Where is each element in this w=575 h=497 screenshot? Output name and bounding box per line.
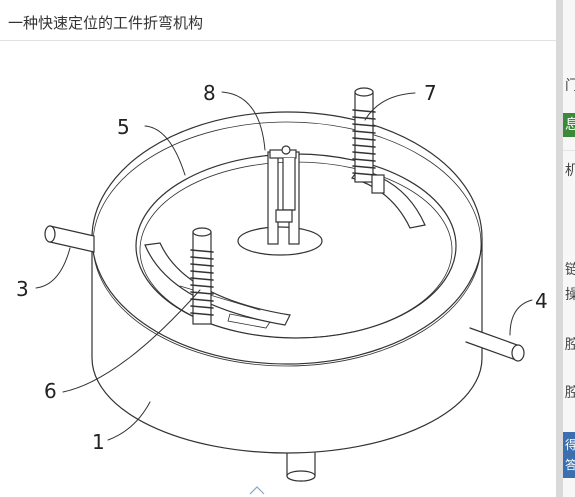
label-3: 3 [16,277,29,301]
document-viewer: 一种快速定位的工件折弯机构 [0,0,556,497]
side-panel-text: 腔 [565,337,575,353]
handle-left [44,225,95,253]
side-panel-text: 门 [565,78,575,94]
label-5: 5 [117,115,130,139]
side-panel-rule [563,150,575,151]
label-7: 7 [424,81,437,105]
arc-slot-left [144,242,291,326]
handle-right [465,327,525,362]
label-4: 4 [535,289,548,313]
side-panel-text: 机 [565,163,575,179]
label-8: 8 [203,81,216,105]
side-panel-text: 操 [565,287,575,303]
side-panel-text: 腔 [565,385,575,401]
side-panel: 门 息 机 链 操 腔 腔 得 答 [563,0,575,497]
side-panel-green-badge[interactable]: 息 [563,113,575,137]
patent-figure: 1 3 4 5 6 7 8 [16,81,548,482]
title-bar: 一种快速定位的工件折弯机构 [0,0,556,41]
center-plate [237,226,323,256]
scroll-up-button[interactable] [248,484,266,497]
bottom-foot [286,452,316,482]
clamp-post [267,145,300,245]
page-title: 一种快速定位的工件折弯机构 [8,14,204,32]
screw-rod-left [190,227,214,325]
side-panel-blue-button[interactable]: 得 答 [563,432,575,478]
label-6: 6 [44,379,57,403]
chevron-up-icon [249,486,265,495]
side-panel-text: 链 [565,262,575,278]
label-1: 1 [92,430,105,454]
panel-divider[interactable] [556,0,563,497]
arc-slot-right [351,169,426,229]
